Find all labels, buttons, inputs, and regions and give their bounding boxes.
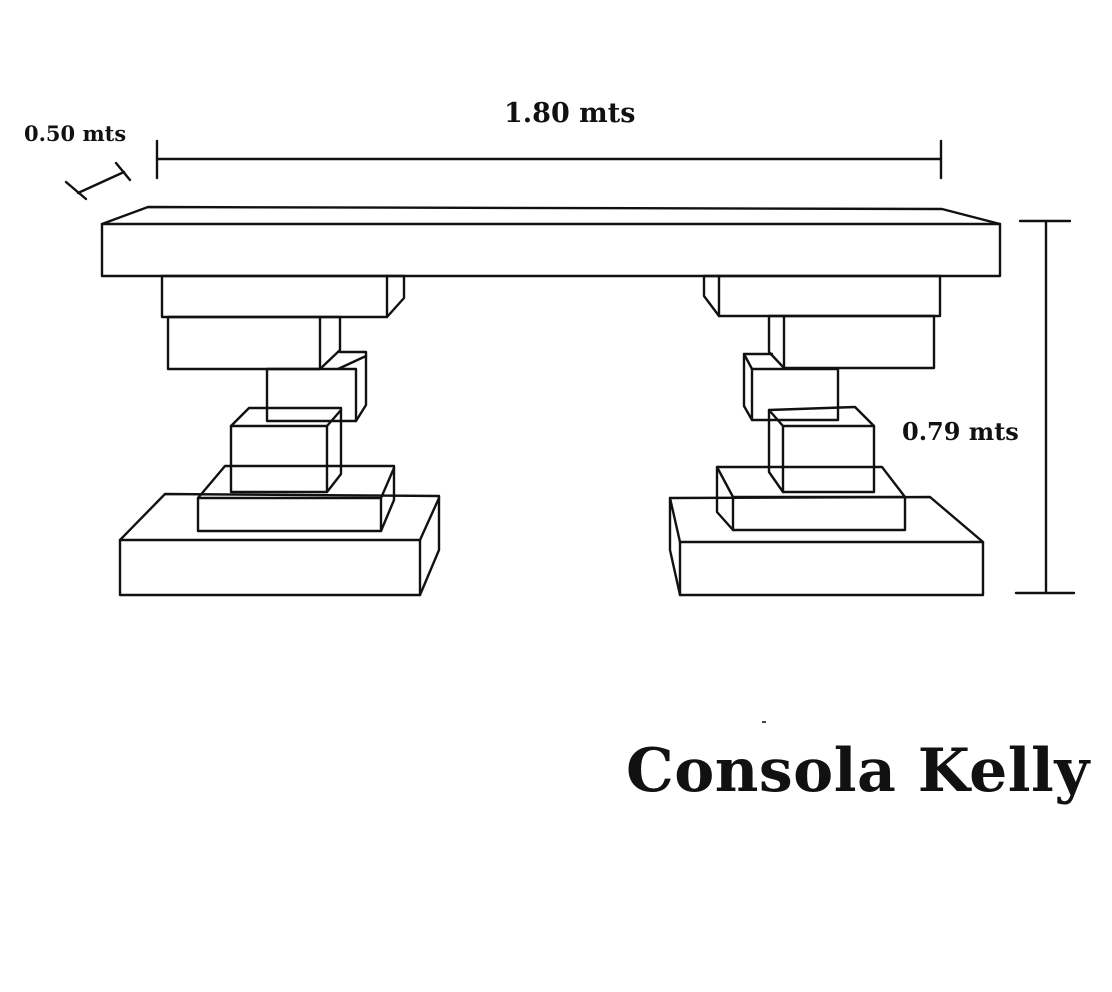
depth-dimension-label: 0.50 mts [24, 121, 127, 146]
decorative-dot [762, 721, 766, 723]
height-dimension-line [1014, 219, 1076, 595]
width-dimension-line [155, 139, 943, 180]
height-dimension-label: 0.79 mts [902, 417, 1019, 446]
table-top [100, 205, 1002, 278]
product-title: Consola Kelly [626, 736, 1090, 806]
right-pedestal [668, 274, 985, 597]
depth-dimension-line [64, 161, 132, 201]
left-pedestal [118, 274, 441, 597]
width-dimension-label: 1.80 mts [504, 98, 636, 129]
